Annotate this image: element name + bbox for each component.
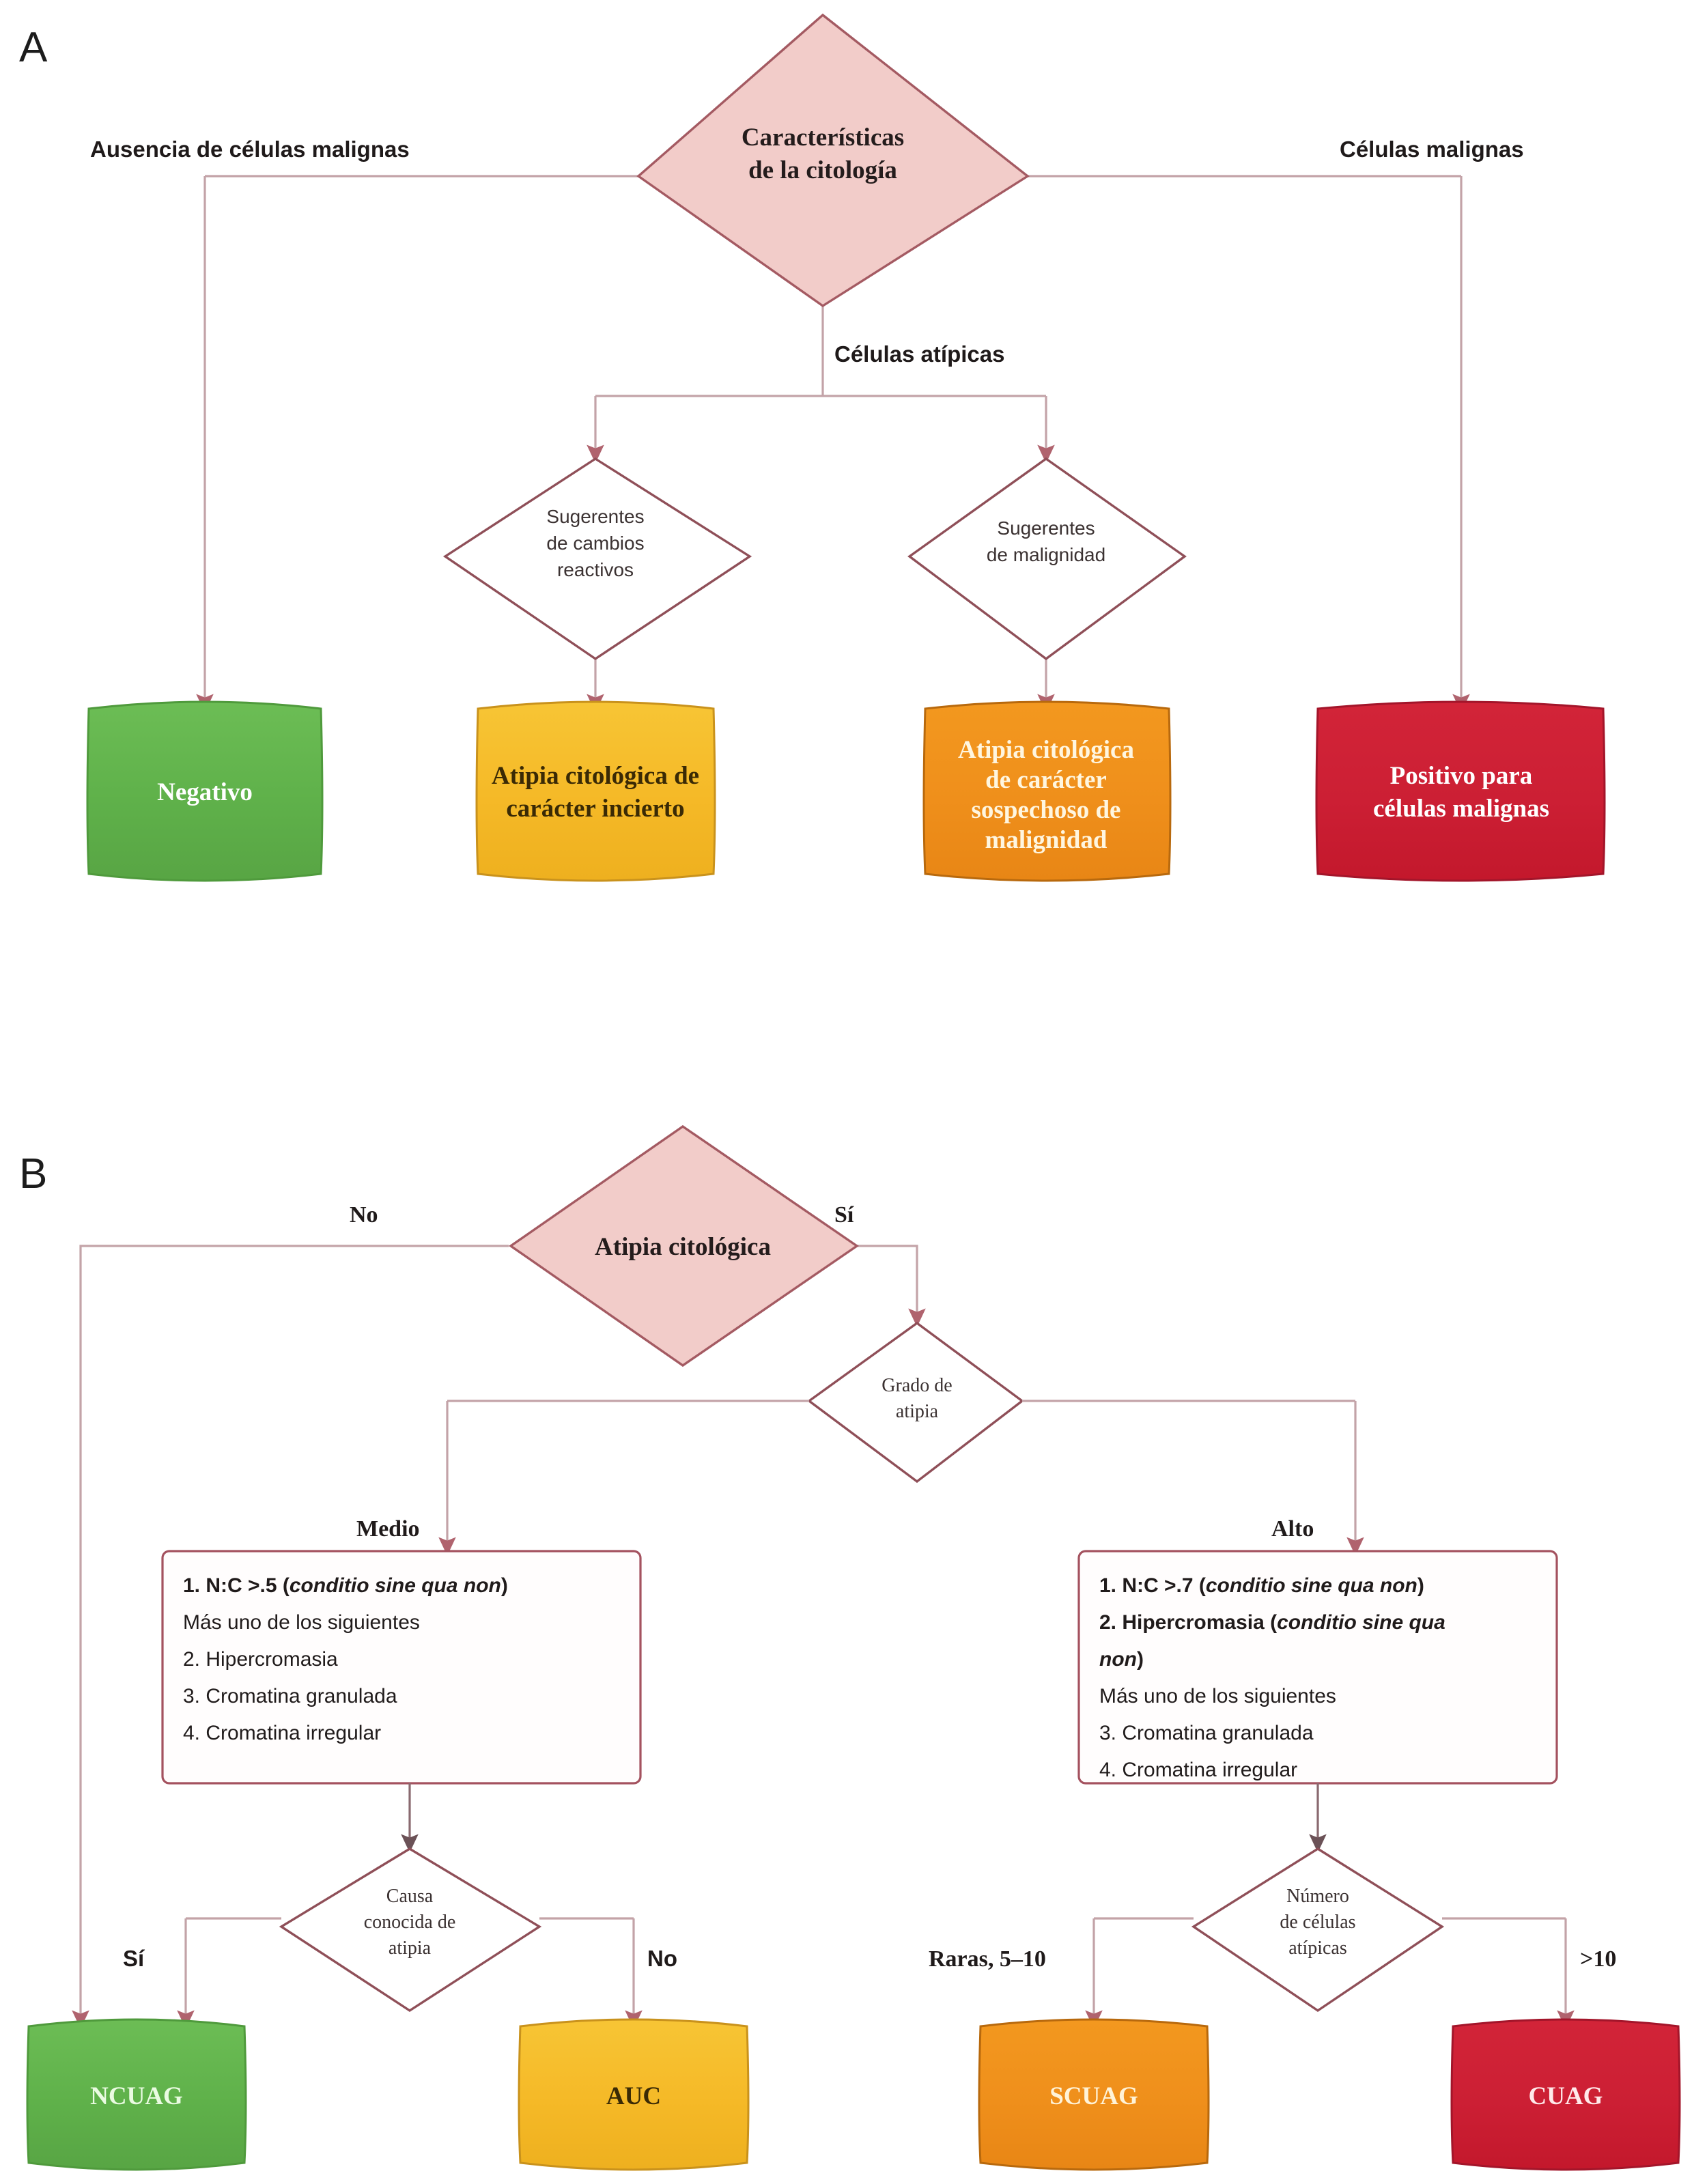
criteria-medio-line-4: 3. Cromatina granulada — [183, 1685, 397, 1707]
decision-numero-line2: de células — [1280, 1912, 1355, 1933]
criteria-alto-line-1: 1. N:C >.7 (conditio sine qua non) — [1099, 1574, 1424, 1597]
criteria-alto-text: 1. N:C >.7 (conditio sine qua non) 2. Hip… — [1099, 1574, 1445, 1781]
outcome-incierto-line1: Atipia citológica de — [492, 762, 699, 790]
criteria-medio-text: 1. N:C >.5 (conditio sine qua non) Más un… — [183, 1574, 508, 1744]
outcome-sospechoso-line4: malignidad — [985, 826, 1108, 854]
decision-malignidad-line1: Sugerentes — [997, 517, 1095, 539]
edge-b-no-to-ncuag — [72, 1245, 509, 2029]
criteria-alto-line-3: non) — [1099, 1648, 1144, 1671]
edge-label-no-causa: No — [647, 1946, 677, 1971]
panel-b-letter: B — [19, 1150, 47, 1197]
edge-label-no-atipia: No — [350, 1202, 378, 1228]
edge-label-celulas-malignas: Células malignas — [1340, 137, 1524, 162]
criteria-box-medio — [161, 1550, 642, 1785]
outcome-sospechoso-line1: Atipia citológica — [958, 736, 1134, 764]
decision-grado-line2: atipia — [896, 1401, 939, 1422]
outcome-atipia-incierto[interactable]: Atipia citológica de carácter incierto — [475, 700, 716, 882]
decision-causa-line1: Causa — [386, 1886, 434, 1907]
outcome-positivo-line1: Positivo para — [1390, 762, 1533, 790]
edge-label-si-atipia: Sí — [834, 1202, 854, 1228]
outcome-auc[interactable]: AUC — [518, 2018, 750, 2171]
decision-grado-line1: Grado de — [881, 1375, 952, 1396]
outcome-incierto-line2: carácter incierto — [506, 795, 684, 823]
outcome-negativo-label: Negativo — [157, 778, 253, 806]
outcome-auc-label: AUC — [606, 2082, 661, 2110]
edge-label-celulas-atipicas: Células atípicas — [834, 341, 1004, 367]
decision-numero-line1: Número — [1286, 1886, 1349, 1907]
outcome-atipia-sospechoso[interactable]: Atipia citológica de carácter sospechoso… — [922, 700, 1172, 882]
decision-grado-atipia[interactable]: Grado de atipia — [807, 1321, 1024, 1484]
decision-caracteristicas-line2: de la citología — [748, 156, 897, 184]
outcome-positivo-line2: células malignas — [1373, 795, 1549, 823]
criteria-alto-line-6: 4. Cromatina irregular — [1099, 1759, 1297, 1781]
edge-label-si-causa: Sí — [123, 1946, 145, 1971]
outcome-ncuag[interactable]: NCUAG — [26, 2018, 247, 2171]
outcome-negativo[interactable]: Negativo — [86, 700, 324, 882]
decision-sugerentes-cambios-reactivos[interactable]: Sugerentes de cambios reactivos — [442, 457, 752, 661]
outcome-cuag[interactable]: CUAG — [1450, 2018, 1681, 2171]
outcome-cuag-label: CUAG — [1529, 2082, 1603, 2110]
decision-malignidad-line2: de malignidad — [987, 544, 1105, 565]
edge-label-mas10: >10 — [1580, 1946, 1616, 1972]
panel-a-letter: A — [19, 24, 48, 71]
decision-caracteristicas-line1: Características — [742, 124, 904, 152]
decision-reactivos-line2: de cambios — [546, 533, 644, 554]
outcome-ncuag-label: NCUAG — [90, 2082, 183, 2110]
criteria-medio-line-3: 2. Hipercromasia — [183, 1648, 338, 1671]
outcome-scuag-label: SCUAG — [1049, 2082, 1138, 2110]
edge-label-raras: Raras, 5–10 — [929, 1946, 1046, 1972]
edge-label-ausencia-celulas-malignas: Ausencia de células malignas — [90, 137, 410, 162]
outcome-positivo-malignas[interactable]: Positivo para células malignas — [1315, 700, 1606, 882]
edge-b-si-to-grado — [855, 1245, 926, 1327]
criteria-medio-line-1: 1. N:C >.5 (conditio sine qua non) — [183, 1574, 508, 1597]
criteria-medio-line-5: 4. Cromatina irregular — [183, 1722, 381, 1744]
outcome-sospechoso-line3: sospechoso de — [972, 796, 1121, 824]
decision-causa-line3: atipia — [389, 1938, 432, 1959]
edge-label-medio: Medio — [356, 1516, 420, 1542]
criteria-medio-line-2: Más uno de los siguientes — [183, 1611, 420, 1634]
decision-atipia-citologica-label: Atipia citológica — [595, 1233, 771, 1261]
decision-caracteristicas-citologia[interactable]: Características de la citología — [636, 13, 1030, 308]
decision-reactivos-line1: Sugerentes — [546, 506, 644, 527]
criteria-alto-line-2: 2. Hipercromasia (conditio sine qua — [1099, 1611, 1445, 1634]
decision-numero-line3: atípicas — [1288, 1938, 1347, 1959]
decision-causa-line2: conocida de — [364, 1912, 456, 1933]
edge-label-alto: Alto — [1271, 1516, 1314, 1542]
criteria-alto-line-4: Más uno de los siguientes — [1099, 1685, 1336, 1707]
decision-reactivos-line3: reactivos — [557, 559, 634, 580]
outcome-sospechoso-line2: de carácter — [985, 766, 1107, 794]
decision-causa-conocida-atipia[interactable]: Causa conocida de atipia — [279, 1847, 542, 2013]
decision-sugerentes-malignidad[interactable]: Sugerentes de malignidad — [907, 457, 1187, 661]
outcome-scuag[interactable]: SCUAG — [978, 2018, 1210, 2171]
decision-numero-celulas-atipicas[interactable]: Número de células atípicas — [1191, 1847, 1445, 2013]
decision-atipia-citologica[interactable]: Atipia citológica — [509, 1124, 860, 1367]
criteria-alto-line-5: 3. Cromatina granulada — [1099, 1722, 1314, 1744]
